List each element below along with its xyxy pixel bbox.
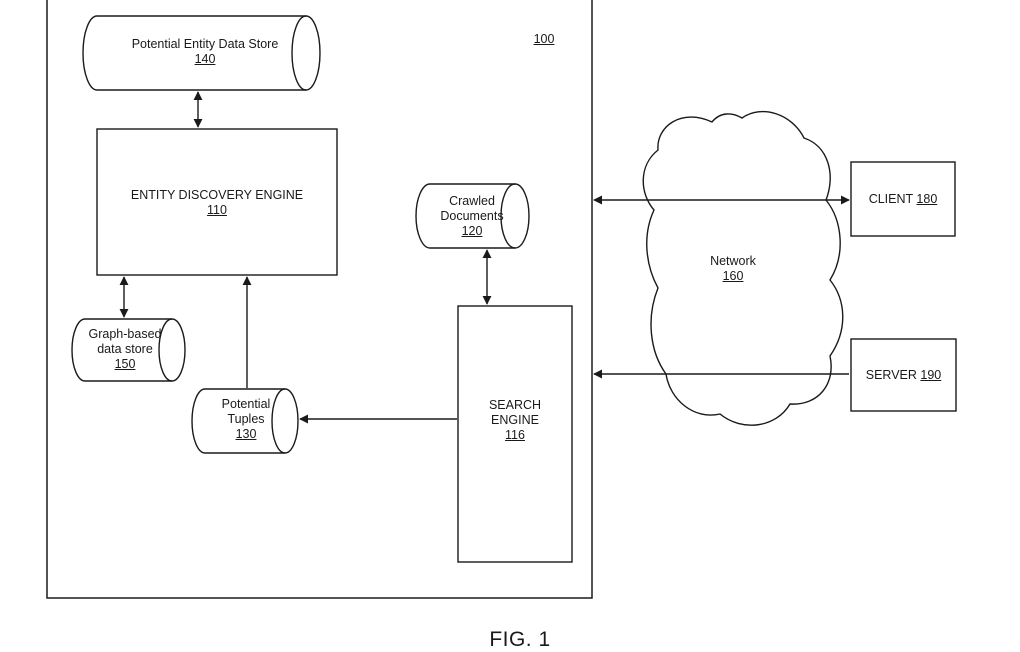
crawled-documents-cylinder [415, 183, 530, 249]
potential-tuples-number: 130 [235, 427, 257, 441]
graph-store-number: 150 [114, 357, 136, 371]
potential-entity-store-name: Potential Entity Data Store [131, 37, 279, 51]
client-name: CLIENT [868, 192, 913, 206]
graph-store-line1: Graph-based [88, 327, 162, 341]
entity-discovery-engine-name: ENTITY DISCOVERY ENGINE [130, 188, 304, 202]
network-label: Network 160 [693, 254, 773, 284]
client-number: 180 [916, 192, 938, 206]
server-number: 190 [920, 368, 942, 382]
client-label: CLIENT 180 [851, 192, 955, 207]
entity-discovery-engine-label: ENTITY DISCOVERY ENGINE 110 [97, 188, 337, 218]
graph-store-cylinder [71, 318, 186, 382]
graph-store-line2: data store [97, 342, 153, 356]
search-engine-label: SEARCH ENGINE 116 [458, 398, 572, 443]
server-box [850, 338, 957, 412]
figure-caption: FIG. 1 [489, 628, 551, 651]
system-number-text: 100 [533, 32, 555, 46]
system-boundary [46, 0, 593, 599]
crawled-documents-label: Crawled Documents 120 [422, 194, 522, 239]
potential-entity-store-label: Potential Entity Data Store 140 [100, 37, 310, 67]
potential-tuples-cylinder [191, 388, 299, 454]
system-number: 100 [519, 32, 569, 47]
search-engine-box [457, 305, 573, 563]
potential-entity-store-number: 140 [194, 52, 216, 66]
search-engine-number: 116 [505, 428, 525, 442]
network-name: Network [710, 254, 756, 268]
client-box [850, 161, 956, 237]
potential-tuples-line2: Tuples [227, 412, 265, 426]
search-engine-line2: ENGINE [491, 413, 539, 427]
server-label: SERVER 190 [851, 368, 956, 383]
crawled-documents-line2: Documents [440, 209, 504, 223]
potential-tuples-label: Potential Tuples 130 [196, 397, 296, 442]
network-cloud [642, 110, 844, 426]
crawled-documents-number: 120 [461, 224, 483, 238]
crawled-documents-line1: Crawled [449, 194, 495, 208]
network-number: 160 [722, 269, 744, 283]
entity-discovery-engine-box [96, 128, 338, 276]
entity-discovery-engine-number: 110 [207, 203, 227, 217]
search-engine-line1: SEARCH [488, 398, 542, 412]
potential-tuples-line1: Potential [221, 397, 271, 411]
server-name: SERVER [865, 368, 917, 382]
graph-store-label: Graph-based data store 150 [75, 327, 175, 372]
potential-entity-store-cylinder [82, 15, 321, 91]
